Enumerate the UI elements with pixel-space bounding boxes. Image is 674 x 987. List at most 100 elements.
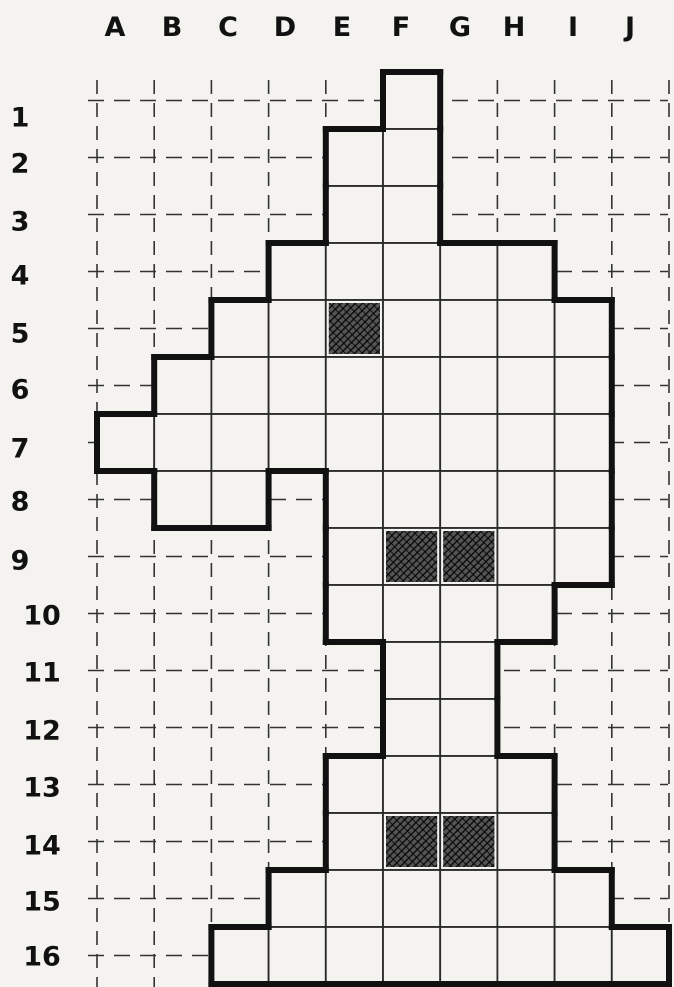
row-label-10: 10 [23, 603, 61, 630]
row-label-12: 12 [23, 718, 61, 745]
figure-cell [211, 300, 268, 357]
figure-cell [497, 414, 554, 471]
figure-cell [383, 129, 440, 186]
row-label-4: 4 [11, 263, 30, 290]
figure-cell [440, 870, 497, 927]
figure-cell [383, 186, 440, 243]
figure-cell [211, 471, 268, 528]
figure-cell [497, 927, 554, 984]
figure-cell [269, 414, 326, 471]
figure-cell [326, 186, 383, 243]
column-label-b: B [162, 14, 183, 41]
figure-cell [154, 414, 211, 471]
figure-cell [383, 756, 440, 813]
figure-cell [440, 414, 497, 471]
figure-cell [440, 471, 497, 528]
figure-cell [497, 585, 554, 642]
figure-cell [612, 927, 669, 984]
figure-cell [555, 870, 612, 927]
figure-cell [383, 357, 440, 414]
figure-cell [269, 927, 326, 984]
figure-cell [383, 642, 440, 699]
figure-cell [555, 300, 612, 357]
figure-cell [440, 300, 497, 357]
figure-cell [383, 243, 440, 300]
row-label-16: 16 [23, 944, 61, 971]
column-label-h: H [503, 14, 526, 41]
row-label-3: 3 [11, 209, 30, 236]
figure-cell [440, 927, 497, 984]
figure-cell [154, 357, 211, 414]
figure-cell [269, 357, 326, 414]
figure-cell [326, 870, 383, 927]
row-label-1: 1 [11, 105, 30, 132]
figure-cell [326, 528, 383, 585]
column-label-g: G [449, 14, 471, 41]
shaded-cell-crosshatch [443, 531, 494, 582]
figure-cell [497, 870, 554, 927]
figure-cell [497, 357, 554, 414]
figure-cell [497, 471, 554, 528]
figure-cell [440, 585, 497, 642]
figure-cell [326, 414, 383, 471]
figure-cell [440, 642, 497, 699]
row-label-14: 14 [23, 833, 61, 860]
figure-cell [269, 243, 326, 300]
column-label-f: F [392, 14, 410, 41]
row-label-8: 8 [11, 489, 30, 516]
figure-cell [497, 300, 554, 357]
figure-cell [383, 300, 440, 357]
figure-cell [269, 300, 326, 357]
figure-cell [383, 414, 440, 471]
figure-cell [497, 756, 554, 813]
shaded-cell-crosshatch [386, 816, 437, 867]
row-label-2: 2 [11, 151, 30, 178]
figure-cell [211, 927, 268, 984]
column-label-i: I [568, 14, 578, 41]
figure-cell [383, 699, 440, 756]
row-label-15: 15 [23, 889, 61, 916]
column-label-e: E [333, 14, 351, 41]
figure-cell [326, 357, 383, 414]
figure-cell [154, 471, 211, 528]
figure-cell [326, 813, 383, 870]
row-label-11: 11 [23, 660, 61, 687]
figure-cell [383, 471, 440, 528]
row-label-13: 13 [23, 775, 61, 802]
figure-cell [440, 243, 497, 300]
figure-cell [383, 927, 440, 984]
figure-cell [555, 927, 612, 984]
figure-cell [440, 699, 497, 756]
figure-cell [326, 471, 383, 528]
figure-cell [269, 870, 326, 927]
figure-cell [555, 471, 612, 528]
figure-cell [555, 528, 612, 585]
figure-cell [497, 813, 554, 870]
figure-cell [497, 528, 554, 585]
figure-cell [326, 129, 383, 186]
figure-cell [326, 756, 383, 813]
figure-cell [326, 243, 383, 300]
figure-cell [555, 357, 612, 414]
figure-cell [211, 414, 268, 471]
column-label-j: J [625, 14, 635, 41]
column-label-d: D [274, 14, 296, 41]
figure-cell [440, 756, 497, 813]
figure-cell [326, 585, 383, 642]
figure-cell [440, 357, 497, 414]
shaded-cell-crosshatch [386, 531, 437, 582]
figure-cell [383, 870, 440, 927]
figure-cell [497, 243, 554, 300]
shaded-cell-crosshatch [329, 303, 380, 354]
shaded-cell-crosshatch [443, 816, 494, 867]
row-label-6: 6 [11, 377, 30, 404]
figure-cell [97, 414, 154, 471]
figure-cell [211, 357, 268, 414]
column-label-c: C [218, 14, 238, 41]
figure-cell [383, 585, 440, 642]
figure-cell [555, 414, 612, 471]
figure-cell [383, 72, 440, 129]
column-label-a: A [105, 14, 126, 41]
